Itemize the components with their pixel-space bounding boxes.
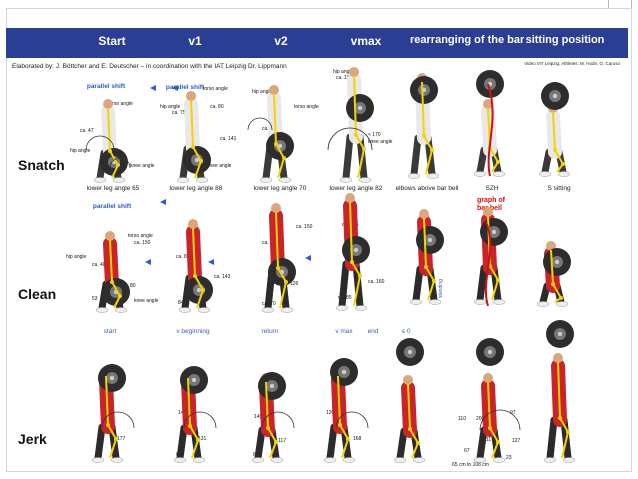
snatch-v1-hip-angle-label: hip angle xyxy=(160,104,181,110)
header-v2: v2 xyxy=(274,34,288,48)
snatch-num-170: < 170 xyxy=(368,132,381,138)
clean-standing-label: standing xyxy=(438,279,444,298)
snatch-num-47: ca. 47 xyxy=(80,128,94,134)
header-start: Start xyxy=(98,34,126,48)
row-label-snatch: Snatch xyxy=(18,157,65,173)
jerk-num-67: 67 xyxy=(464,448,470,454)
snatch-v1-torso-angle-label: torso angle xyxy=(203,86,228,92)
clean-caption-return: return xyxy=(261,328,279,335)
snatch-torso-angle-label: torso angle xyxy=(108,101,133,107)
snatch-caption-start: lower leg angle 65 xyxy=(86,185,140,192)
jerk-num-69b: 69 xyxy=(329,451,335,457)
clean-num-53: 53 xyxy=(92,296,98,302)
jerk-num-97: 97 xyxy=(510,410,516,416)
snatch-caption-szh: SZH xyxy=(485,185,499,192)
clean-num-175: ca. 175 xyxy=(342,222,359,228)
header-sitting-position: sitting position xyxy=(525,34,605,46)
snatch-num-80: ca. 80 xyxy=(210,104,224,110)
jerk-num-117b: 117 xyxy=(486,437,494,443)
row-label-clean: Clean xyxy=(18,286,57,302)
clean-num-70: ca. 70 xyxy=(262,301,276,307)
jerk-footnote: 65 cm to 108 cm xyxy=(452,462,489,468)
jerk-num-177a: 177 xyxy=(117,436,126,442)
poster-frame xyxy=(6,8,632,472)
header-vmax: vmax xyxy=(350,34,382,48)
snatch-num-100: ca. 100 xyxy=(262,126,279,132)
snatch-parallel-shift-label-2: parallel shift xyxy=(165,84,205,91)
jerk-num-131: 131 xyxy=(198,436,207,442)
jerk-num-117a: 117 xyxy=(278,438,286,444)
snatch-caption-v2: lower leg angle 70 xyxy=(253,185,307,192)
snatch-v2-hip-angle-label: hip angle xyxy=(252,89,273,95)
snatch-caption-elbows: elbows above bar bell xyxy=(395,185,459,192)
jerk-num-200: 200 xyxy=(476,416,485,422)
jerk-num-168: 168 xyxy=(353,436,362,442)
snatch-vmax-knee-angle-label: knee angle xyxy=(368,139,393,145)
clean-caption-end: end xyxy=(367,328,379,335)
jerk-num-146: 146 xyxy=(178,410,187,416)
snatch-parallel-shift-label: parallel shift xyxy=(86,83,126,90)
clean-num-89: ca. 89 xyxy=(176,254,190,260)
clean-num-48: ca. 48 xyxy=(92,262,106,268)
clean-num-126: 126 xyxy=(290,281,299,287)
jerk-num-110: 110 xyxy=(458,416,466,422)
snatch-vmax-hip-angle-label: hip angle xyxy=(333,69,354,75)
jerk-num-69a: 69 xyxy=(176,452,182,458)
clean-torso-angle-label: torso angle xyxy=(128,233,153,239)
snatch-num-190: ca. 190 xyxy=(336,75,353,81)
snatch-caption-vmax: lower leg angle 82 xyxy=(329,185,383,192)
header-bar xyxy=(6,28,628,58)
snatch-num-75: ca. 75 xyxy=(172,110,186,116)
header-v1: v1 xyxy=(188,34,202,48)
clean-num-80: 80 xyxy=(130,283,136,289)
clean-hip-angle-label: hip angle xyxy=(66,254,87,260)
video-credit: Video IAT Leipzig: Athletes: M. Hodri, O… xyxy=(524,61,620,66)
clean-caption-vmax: v max xyxy=(335,328,353,335)
clean-num-85: ca. 85 xyxy=(338,295,352,301)
snatch-caption-sitting: S sitting xyxy=(547,185,571,192)
corner-decoration xyxy=(608,0,632,8)
jerk-num-145: 145 xyxy=(254,414,263,420)
credit-line: Elaborated by: J. Böttcher and E. Deutsc… xyxy=(12,63,287,70)
clean-num-160: ca. 160 xyxy=(368,279,385,285)
clean-graph-of-bar-bell-label: graph of bar bell xyxy=(477,197,505,212)
clean-num-150b: ca. 150 xyxy=(296,224,313,230)
snatch-caption-v1: lower leg angle 88 xyxy=(169,185,223,192)
row-label-jerk: Jerk xyxy=(18,431,47,447)
clean-caption-v-beginning: v beginning xyxy=(176,328,210,335)
clean-num-150a: ca. 150 xyxy=(134,240,151,246)
snatch-hip-angle-label: hip angle xyxy=(70,148,91,154)
clean-num-133: ca. 133 xyxy=(262,240,279,246)
snatch-v2-torso-angle-label: torso angle xyxy=(294,104,319,110)
clean-knee-angle-label: knee angle xyxy=(134,298,159,304)
header-rearranging: rearranging of the bar xyxy=(410,34,525,46)
clean-num-84: 84 xyxy=(178,300,184,306)
jerk-num-65: 65 xyxy=(253,452,259,458)
clean-caption-start: start xyxy=(103,328,117,335)
jerk-num-127: 127 xyxy=(512,438,521,444)
snatch-knee-angle-label: knee angle xyxy=(130,163,155,169)
snatch-num-141: ca. 141 xyxy=(220,136,237,142)
clean-num-143: ca. 143 xyxy=(214,274,231,280)
jerk-num-23: 23 xyxy=(506,455,512,461)
jerk-num-120: 120 xyxy=(326,410,335,416)
clean-parallel-shift-label: parallel shift xyxy=(92,203,132,210)
snatch-v1-knee-angle-label: knee angle xyxy=(207,163,232,169)
clean-caption-le0: ≤ 0 xyxy=(401,328,411,335)
